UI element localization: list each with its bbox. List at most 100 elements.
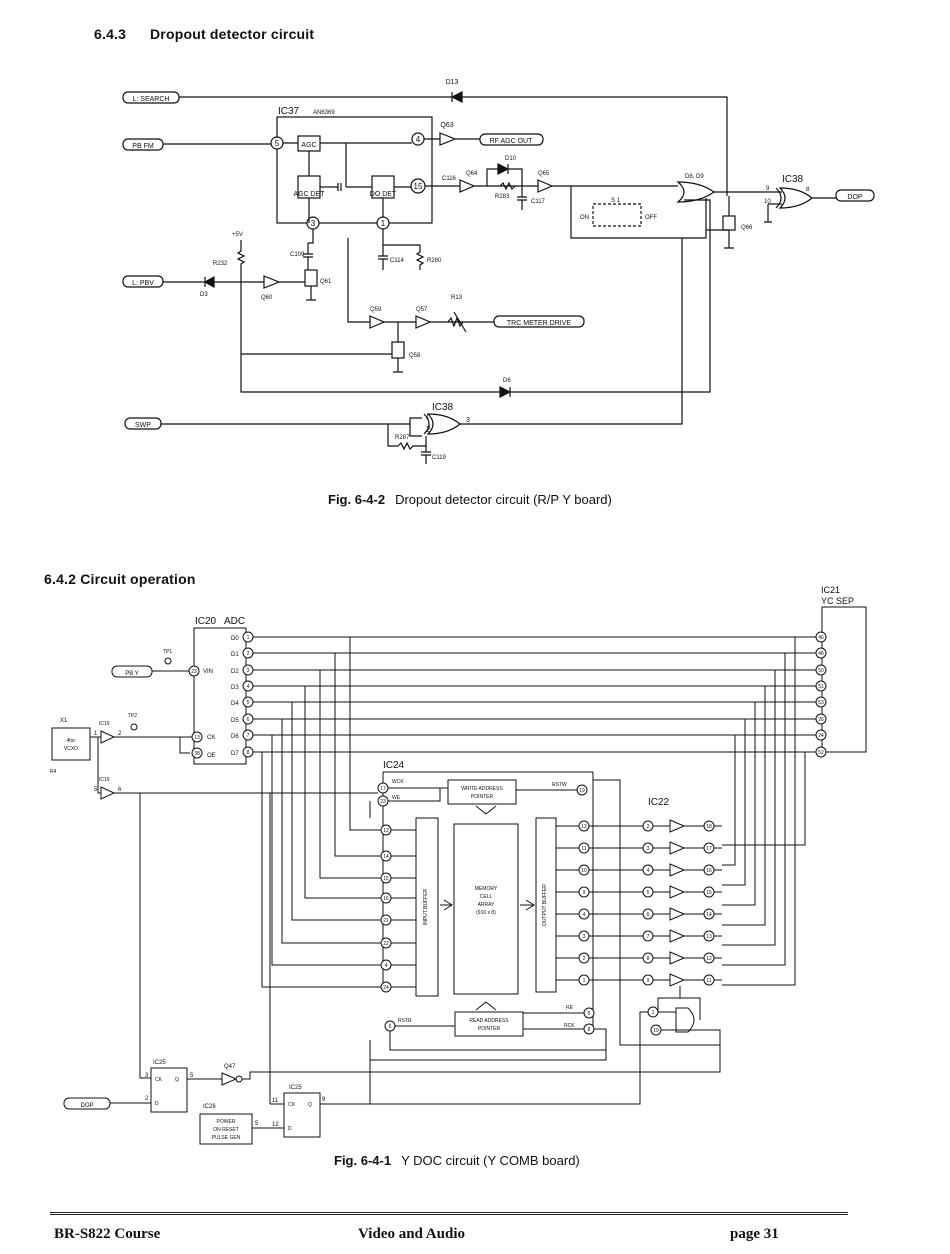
svg-text:19: 19 [653,1028,659,1034]
svg-text:D5: D5 [231,718,239,724]
ic20-box [193,627,247,765]
svg-text:C117: C117 [531,199,546,205]
svg-text:Q64: Q64 [466,171,478,177]
svg-text:17: 17 [380,786,386,792]
footer-right: page 31 [730,1226,779,1242]
svg-text:RE: RE [566,1005,574,1011]
svg-text:IC24: IC24 [383,760,405,771]
svg-text:12: 12 [383,828,389,834]
switch-s1 [592,203,642,227]
svg-text:8: 8 [806,187,810,193]
label-ic37: IC37 [278,106,300,117]
ic20-output-d3: D3 4 51 [231,680,827,692]
svg-text:6: 6 [247,717,250,723]
svg-text:IC38: IC38 [782,174,804,185]
svg-text:16: 16 [383,896,389,902]
svg-text:MEMORY: MEMORY [475,886,498,892]
figure-caption-text: Dropout detector circuit (R/P Y board) [395,492,612,507]
svg-text:TRC METER DRIVE: TRC METER DRIVE [507,320,572,327]
svg-text:R287: R287 [395,435,410,441]
svg-text:8: 8 [647,956,650,962]
svg-text:Q58: Q58 [409,353,421,359]
svg-text:D: D [155,1101,159,1107]
svg-text:12: 12 [706,956,712,962]
svg-text:INPUT BUFFER: INPUT BUFFER [423,888,429,925]
svg-text:CELL: CELL [480,894,493,900]
svg-text:OE: OE [207,753,216,759]
svg-text:C119: C119 [432,455,447,461]
svg-text:24: 24 [383,985,389,991]
svg-text:IC20: IC20 [195,616,217,627]
ic25-a [150,1067,188,1113]
ic20-output-d7: D7 8 52 [231,746,827,758]
svg-text:2: 2 [647,824,650,830]
input-buffer [415,817,439,997]
svg-text:51: 51 [818,684,824,690]
svg-text:Q63: Q63 [440,122,453,129]
svg-text:X1: X1 [60,718,68,724]
svg-text:14: 14 [706,912,712,918]
svg-text:+5V: +5V [232,232,243,238]
svg-text:D2: D2 [231,669,239,675]
svg-text:READ ADDRESS: READ ADDRESS [469,1018,509,1024]
svg-text:C109: C109 [290,252,305,258]
ic22-buffers: 2 3 4 5 6 7 8 9 18 17 16 15 14 13 12 11 [642,819,722,987]
svg-text:3: 3 [466,417,470,424]
transistor-q58 [391,341,405,359]
svg-text:OFF: OFF [645,215,657,221]
svg-text:3: 3 [311,219,316,228]
ic20-output-d4: D4 5 53 [231,696,827,708]
ic20-output-d5: D5 6 26 [231,713,827,725]
svg-text:6: 6 [647,912,650,918]
svg-text:5: 5 [275,139,280,148]
svg-text:2: 2 [145,1096,149,1102]
svg-text:D: D [288,1126,292,1132]
svg-text:WCK: WCK [392,779,404,785]
read-address-pointer [454,1011,524,1037]
svg-text:1: 1 [652,1010,655,1016]
svg-text:C114: C114 [390,258,405,264]
svg-text:3: 3 [647,846,650,852]
svg-text:Q61: Q61 [320,279,332,285]
port-search: L: SEARCH [122,91,180,104]
svg-text:3: 3 [145,1073,149,1079]
output-buffer [535,817,557,993]
gate-ic38-a [775,187,813,209]
ic20-output-d2: D2 3 50 [231,664,827,676]
svg-text:3: 3 [583,934,586,940]
svg-text:AGC: AGC [301,142,316,149]
svg-text:16: 16 [706,868,712,874]
section-title: Circuit operation [80,571,196,587]
transistor-q47 [221,1072,238,1086]
svg-text:8: 8 [247,750,250,756]
svg-text:4: 4 [247,684,250,690]
port-pbv: L: PBV [122,275,164,288]
svg-text:R280: R280 [427,258,442,264]
svg-text:8: 8 [588,1027,591,1033]
svg-text:Q47: Q47 [224,1064,236,1070]
svg-text:PB Y: PB Y [125,671,139,677]
svg-text:IC25: IC25 [289,1085,302,1091]
svg-text:POINTER: POINTER [478,1026,501,1032]
transistor-q66 [722,215,736,231]
svg-text:9: 9 [322,1097,326,1103]
svg-text:D10: D10 [505,156,517,162]
svg-text:CK: CK [288,1102,296,1108]
svg-text:YC SEP: YC SEP [821,596,854,606]
svg-text:53: 53 [818,700,824,706]
svg-text:5: 5 [247,700,250,706]
svg-text:7: 7 [647,934,650,940]
svg-text:D0: D0 [231,636,239,642]
svg-text:26: 26 [818,717,824,723]
svg-text:13: 13 [706,934,712,940]
port-rf-agc-out: RF AGC OUT [479,133,544,146]
svg-text:1: 1 [381,219,386,228]
svg-text:POINTER: POINTER [471,794,494,800]
svg-text:CK: CK [207,735,215,741]
svg-text:4: 4 [583,912,586,918]
svg-text:R283: R283 [495,194,510,200]
footer-rule [50,1212,848,1215]
